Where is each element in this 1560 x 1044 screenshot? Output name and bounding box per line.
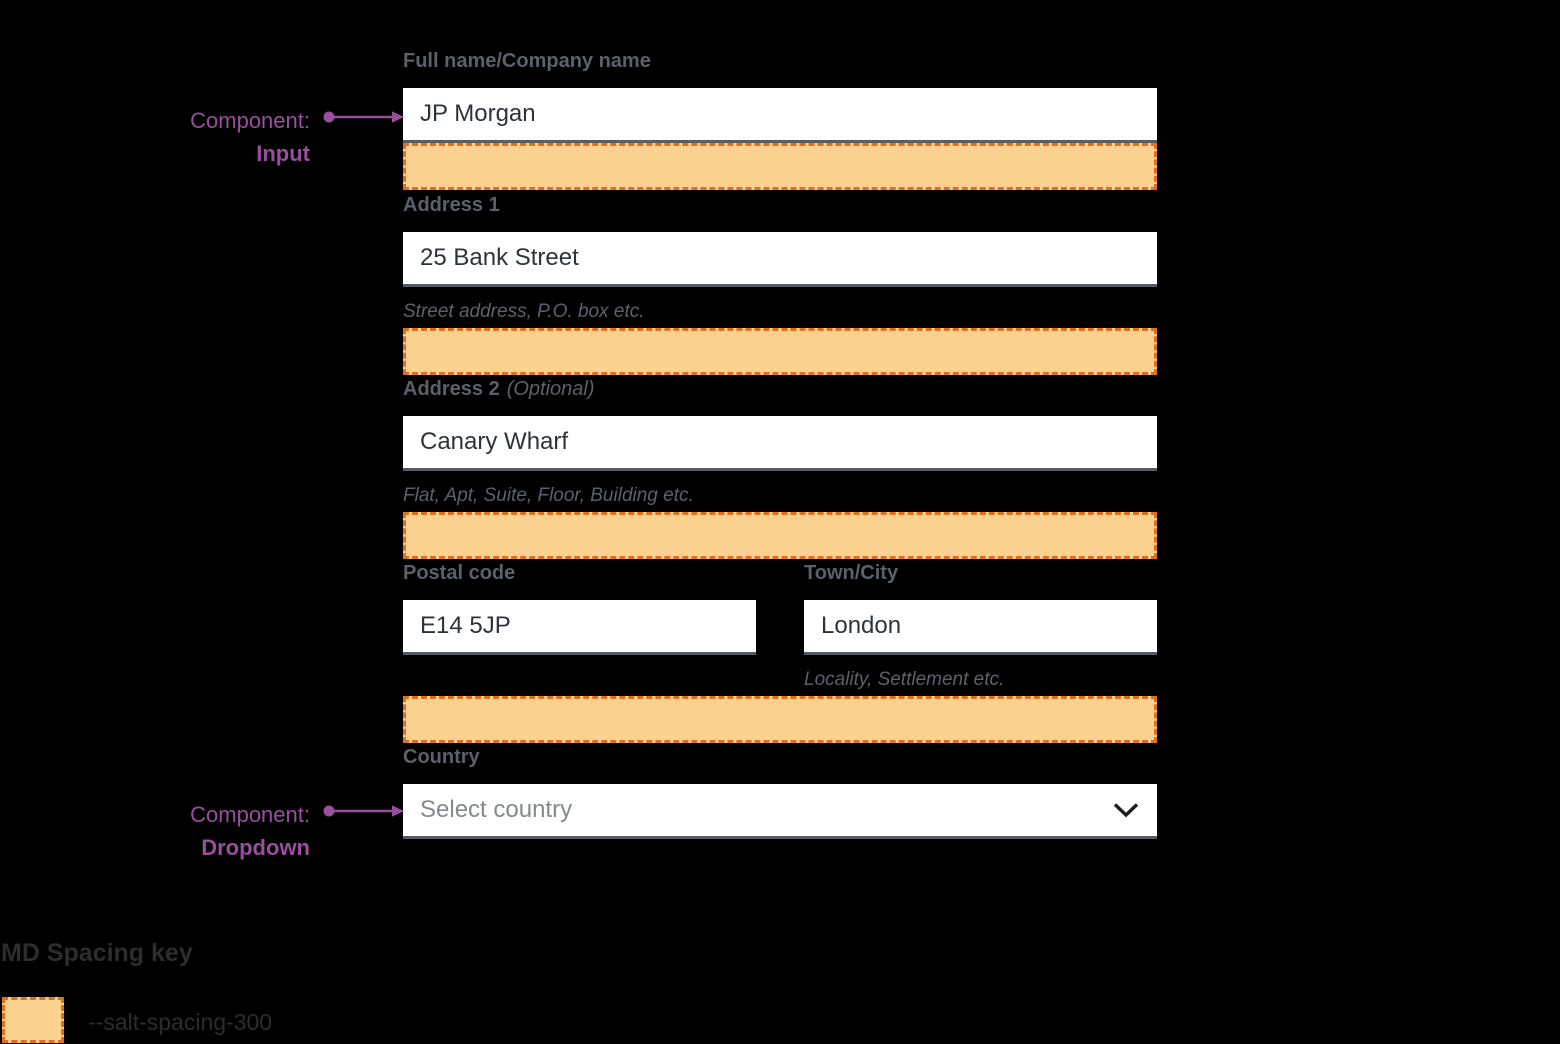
annotation-prefix: Component: <box>190 802 310 827</box>
annotation-arrow <box>323 111 404 123</box>
annotation-prefix: Component: <box>190 108 310 133</box>
country-label: Country <box>403 746 480 768</box>
address2-helper-text: Flat, Apt, Suite, Floor, Building etc. <box>403 485 694 506</box>
component-annotation-dropdown: Component: Dropdown <box>60 798 310 864</box>
town-city-input[interactable] <box>804 600 1157 655</box>
spacing-key-title: MD Spacing key <box>1 939 193 967</box>
component-annotation-input: Component: Input <box>60 104 310 170</box>
town-city-label: Town/City <box>804 562 899 584</box>
spacing-block <box>403 512 1157 559</box>
spacing-block <box>403 143 1157 190</box>
address2-optional-suffix: (Optional) <box>506 378 595 400</box>
annotation-arrow <box>323 805 404 817</box>
address1-label: Address 1 <box>403 194 500 216</box>
annotation-component-name: Dropdown <box>201 835 310 860</box>
spacing-key-swatch <box>2 997 64 1043</box>
full-name-input[interactable] <box>403 88 1157 143</box>
country-dropdown[interactable]: Select country <box>403 784 1157 839</box>
spacing-key-token-label: --salt-spacing-300 <box>88 1009 273 1035</box>
address1-input[interactable] <box>403 232 1157 287</box>
full-name-label: Full name/Company name <box>403 50 651 72</box>
spacing-block <box>403 328 1157 375</box>
town-city-helper-text: Locality, Settlement etc. <box>804 669 1005 690</box>
postal-code-input[interactable] <box>403 600 756 655</box>
spacing-block <box>403 696 1157 743</box>
address1-helper-text: Street address, P.O. box etc. <box>403 301 645 322</box>
postal-code-label: Postal code <box>403 562 516 584</box>
address2-input[interactable] <box>403 416 1157 471</box>
chevron-down-icon <box>1113 802 1139 818</box>
address2-label: Address 2 (Optional) <box>403 378 595 400</box>
country-dropdown-placeholder: Select country <box>420 796 573 823</box>
address2-label-text: Address 2 <box>403 378 500 400</box>
annotation-component-name: Input <box>256 141 310 166</box>
